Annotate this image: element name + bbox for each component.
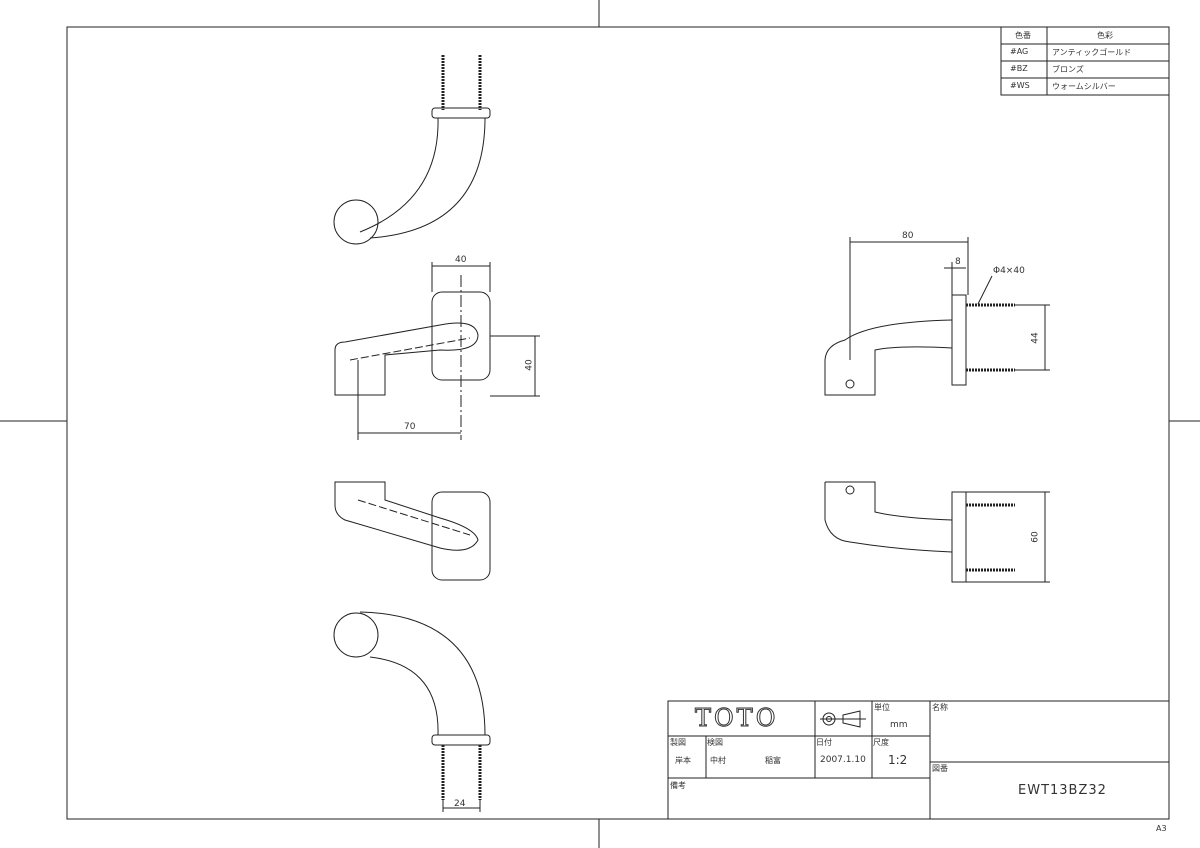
checker-label: 検図 [707,738,723,747]
drawing-number: EWT13BZ32 [1018,783,1107,798]
color-name: アンティックゴールド [1052,48,1132,57]
color-code: #AG [1010,47,1029,56]
date-value: 2007.1.10 [820,755,866,765]
hook-view-plan-bottom [334,481,491,581]
drawing-border [66,26,1170,820]
dimension-label: 60 [1030,531,1041,543]
sheet-size: A3 [1156,824,1167,833]
unit-label: 単位 [874,703,890,712]
hook-view-bottom [333,611,491,812]
dimension-label: 8 [955,257,961,267]
dimension-label: 70 [404,422,416,432]
dimension-label: 24 [454,799,466,809]
date-label: 日付 [816,738,832,747]
drawing-number-label: 図番 [932,764,948,773]
color-name: ブロンズ [1052,65,1084,74]
checker-name-2: 稲富 [765,756,781,765]
scale-label: 尺度 [873,738,889,747]
hook-view-side [824,237,1050,396]
dimension-label: 40 [524,359,535,371]
checker-name-1: 中村 [710,756,726,765]
drafter-name: 岸本 [675,756,691,765]
title-block-grid [667,700,1170,820]
dimension-label: Φ4×40 [993,266,1025,276]
color-code: #WS [1010,81,1030,90]
dimension-label: 44 [1030,332,1041,344]
hook-view-plan [334,262,540,440]
color-code: #BZ [1010,64,1028,73]
dimension-label: 40 [455,255,467,265]
hook-view-side-bottom [824,481,1050,583]
scale-value: 1:2 [888,753,908,767]
color-name-header: 色彩 [1097,31,1113,40]
dimension-label: 80 [902,231,914,241]
unit-value: mm [890,720,908,730]
color-table-grid [1000,26,1170,96]
drafter-label: 製図 [670,738,686,747]
hook-view-top [333,55,491,245]
notes-label: 備考 [670,781,686,790]
name-label: 名称 [932,703,948,712]
color-code-header: 色番 [1015,31,1031,40]
toto-logo: TOTO [694,704,779,733]
color-name: ウォームシルバー [1052,82,1116,91]
